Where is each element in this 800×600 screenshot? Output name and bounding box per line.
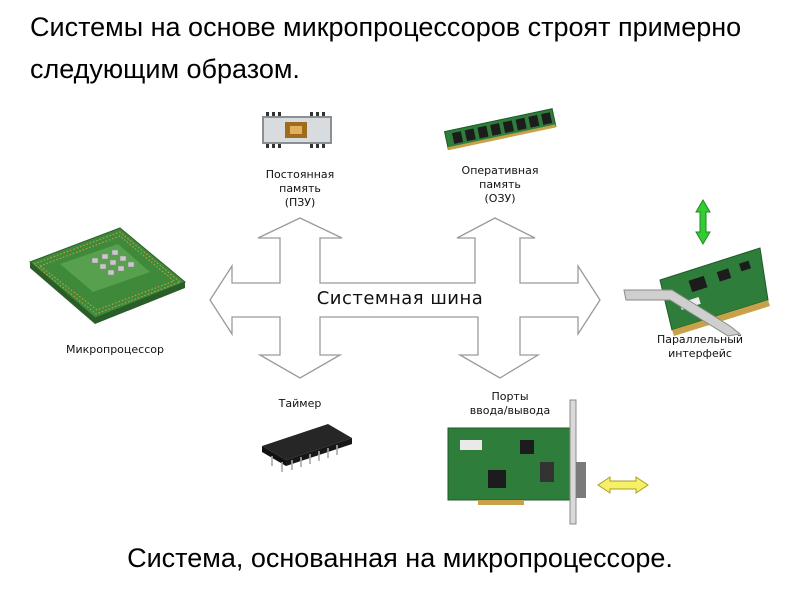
ram-module-icon <box>443 108 557 151</box>
rom-label: Постоянная память (ПЗУ) <box>265 168 335 209</box>
slide-caption: Система, основанная на микропроцессоре. <box>127 543 673 573</box>
timer-chip-icon <box>262 424 352 472</box>
system-bus-label: Системная шина <box>316 288 484 309</box>
green-double-arrow-icon <box>695 199 711 245</box>
parallel-interface-label: Параллельный интерфейс <box>656 333 744 360</box>
yellow-double-arrow-icon <box>597 476 649 494</box>
io-ports-label: Порты ввода/вывода <box>469 390 551 417</box>
parallel-interface-card-icon <box>623 247 770 337</box>
slide-title: Системы на основе микропроцессоров строя… <box>30 12 742 84</box>
microprocessor-icon <box>29 227 186 324</box>
rom-chip-icon <box>262 112 332 148</box>
microprocessor-label: Микропроцессор <box>66 343 164 356</box>
io-ports-card-icon <box>447 399 586 525</box>
system-bus-arrow <box>209 217 601 379</box>
timer-label: Таймер <box>278 397 322 410</box>
ram-label: Оперативная память (ОЗУ) <box>461 164 539 205</box>
